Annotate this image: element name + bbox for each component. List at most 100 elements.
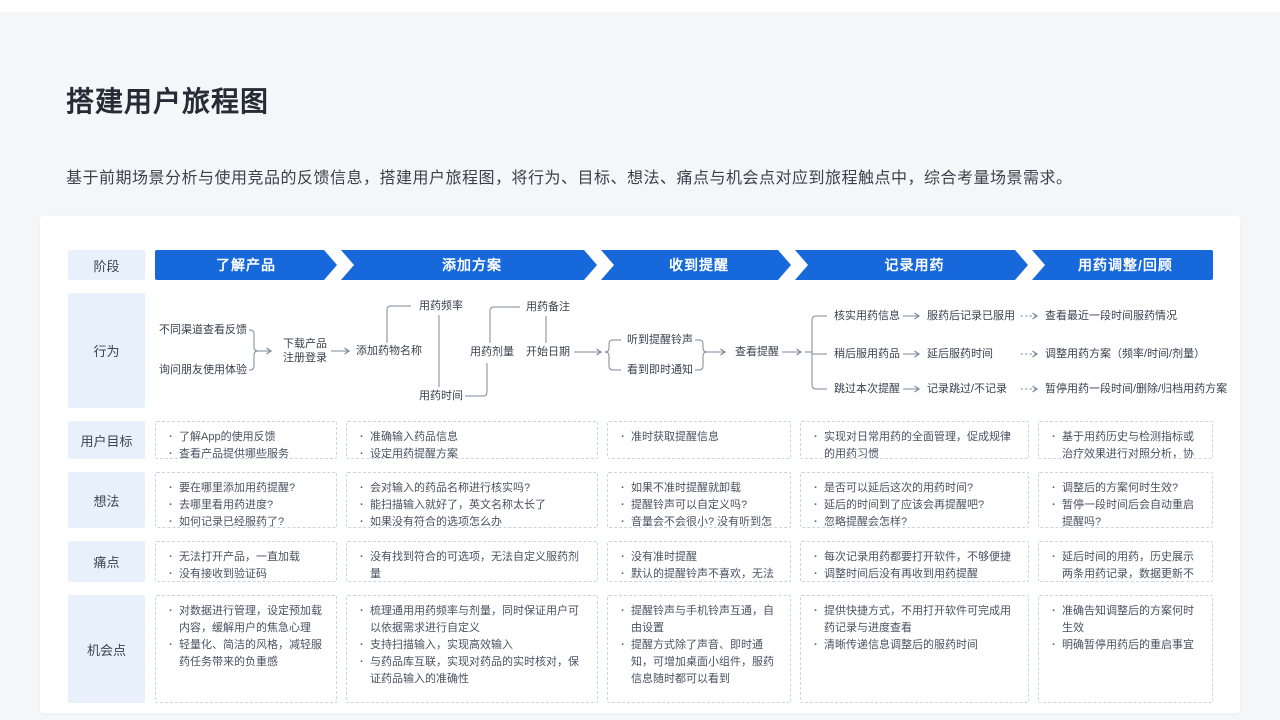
behavior-flow: 不同渠道查看反馈 询问朋友使用体验 下载产品 注册登录 添加药物名称 用药频率 … xyxy=(155,293,1230,408)
bullet-item: 没有准时提醒 xyxy=(618,549,778,566)
journey-cell: 实现对日常用药的全面管理，促成规律的用药习惯 xyxy=(800,421,1029,459)
bullet-item: 如何记录已经服药了? xyxy=(166,514,324,527)
journey-cell: 提醒铃声与手机铃声互通，自由设置 提醒方式除了声音、即时通知，可增加桌面小组件，… xyxy=(607,595,791,703)
row-label-behavior: 行为 xyxy=(68,293,145,408)
bullet-item: 音量会不会很小? 没有听到怎么办 xyxy=(618,514,778,527)
bullet-item: 轻量化、简洁的风格，减轻服药任务带来的负重感 xyxy=(166,637,324,671)
bullet-item: 延后时间的用药，历史展示两条用药记录，数据更新不及时且没有覆盖 xyxy=(1049,549,1200,581)
journey-cell: 基于用药历史与检测指标或治疗效果进行对照分析，协助在用药习惯上的调整 xyxy=(1038,421,1213,459)
journey-cell: 梳理通用用药频率与剂量，同时保证用户可以依据需求进行自定义 支持扫描输入，实现高… xyxy=(346,595,598,703)
journey-cell: 提供快捷方式，不用打开软件可完成用药记录与进度查看 清晰传递信息调整后的服药时间 xyxy=(800,595,1029,703)
flow-node-time: 用药时间 xyxy=(417,389,465,403)
bullet-item: 没有找到符合的可选项，无法自定义服药剂量 xyxy=(357,549,585,581)
journey-cell: 要在哪里添加用药提醒? 去哪里看用药进度? 如何记录已经服药了? xyxy=(155,472,337,528)
flow-node-verify-info: 核实用药信息 xyxy=(832,309,902,323)
bullet-item: 每次记录用药都要打开软件，不够便捷 xyxy=(811,549,1016,566)
row-label-opportunities: 机会点 xyxy=(68,595,145,703)
bullet-item: 提供快捷方式，不用打开软件可完成用药记录与进度查看 xyxy=(811,603,1016,637)
bullet-item: 提醒铃声可以自定义吗? xyxy=(618,497,778,514)
journey-cell: 无法打开产品，一直加载 没有接收到验证码 xyxy=(155,541,337,582)
stage-label: 添加方案 xyxy=(442,257,502,273)
thoughts-row: 想法 要在哪里添加用药提醒? 去哪里看用药进度? 如何记录已经服药了? 会对输入… xyxy=(68,472,1213,528)
opportunities-row: 机会点 对数据进行管理，设定预加载内容，缓解用户的焦急心理 轻量化、简洁的风格，… xyxy=(68,595,1213,703)
bullet-item: 如果没有符合的选项怎么办 xyxy=(357,514,585,527)
stage-arrow-add-plan: 添加方案 xyxy=(341,250,597,280)
pains-row: 痛点 无法打开产品，一直加载 没有接收到验证码 没有找到符合的可选项，无法自定义… xyxy=(68,541,1213,582)
journey-cell: 准确告知调整后的方案何时生效 明确暂停用药后的重启事宜 xyxy=(1038,595,1213,703)
flow-node-adjust-plan: 调整用药方案（频率/时间/剂量） xyxy=(1043,347,1208,361)
behavior-row: 行为 xyxy=(68,293,1230,408)
page-title: 搭建用户旅程图 xyxy=(66,86,270,117)
top-strip xyxy=(0,0,1280,12)
stage-label: 记录用药 xyxy=(884,257,945,273)
flow-node-view-history: 查看最近一段时间服药情况 xyxy=(1043,309,1179,323)
bullet-item: 明确暂停用药后的重启事宜 xyxy=(1049,637,1200,654)
bullet-item: 要在哪里添加用药提醒? xyxy=(166,480,324,497)
row-label-stage: 阶段 xyxy=(68,250,145,280)
bullet-item: 调整时间后没有再收到用药提醒 xyxy=(811,566,1016,581)
journey-cell: 没有找到符合的可选项，无法自定义服药剂量 英文名称基本都很长，输入很慢，要核实很… xyxy=(346,541,598,582)
bullet-item: 无法打开产品，一直加载 xyxy=(166,549,324,566)
flow-node-record-skip: 记录跳过/不记录 xyxy=(925,382,1010,396)
flow-node-frequency: 用药频率 xyxy=(417,299,465,313)
journey-cell: 调整后的方案何时生效? 暂停一段时间后会自动重启提醒吗? 删除与归档的区别是什么… xyxy=(1038,472,1213,528)
flow-node-note: 用药备注 xyxy=(524,300,572,314)
journey-cell: 每次记录用药都要打开软件，不够便捷 调整时间后没有再收到用药提醒 xyxy=(800,541,1029,582)
flow-node-skip-reminder: 跳过本次提醒 xyxy=(832,382,902,396)
bullet-item: 提醒铃声与手机铃声互通，自由设置 xyxy=(618,603,778,637)
flow-node-check-feedback: 不同渠道查看反馈 xyxy=(157,323,249,337)
journey-cell: 准确输入药品信息 设定用药提醒方案 xyxy=(346,421,598,459)
stage-arrows: 了解产品 添加方案 收到提醒 记录用药 用药调整/回顾 xyxy=(155,250,1213,280)
flow-node-download-register: 下载产品 注册登录 xyxy=(281,337,329,365)
stage-arrow-get-reminder: 收到提醒 xyxy=(601,250,791,280)
journey-cell: 了解App的使用反馈 查看产品提供哪些服务 xyxy=(155,421,337,459)
stage-row: 阶段 了解产品 添加方案 收到提醒 记录用药 用药调整/回顾 xyxy=(68,250,1213,280)
bullet-item: 默认的提醒铃声不喜欢，无法修改 xyxy=(618,566,778,581)
bullet-item: 查看产品提供哪些服务 xyxy=(166,446,324,458)
stage-arrow-adjust-review: 用药调整/回顾 xyxy=(1032,250,1213,280)
flow-node-take-later: 稍后服用药品 xyxy=(832,347,902,361)
flow-node-view-reminder: 查看提醒 xyxy=(733,345,781,359)
bullet-item: 清晰传递信息调整后的服药时间 xyxy=(811,637,1016,654)
flow-node-record-taken: 服药后记录已服用 xyxy=(925,309,1017,323)
bullet-item: 梳理通用用药频率与剂量，同时保证用户可以依据需求进行自定义 xyxy=(357,603,585,637)
bullet-item: 与药品库互联，实现对药品的实时核对，保证药品输入的准确性 xyxy=(357,654,585,688)
flow-node-hear-ring: 听到提醒铃声 xyxy=(625,333,695,347)
stage-arrow-record-medication: 记录用药 xyxy=(795,250,1028,280)
bullet-item: 是否可以延后这次的用药时间? xyxy=(811,480,1016,497)
bullet-item: 了解App的使用反馈 xyxy=(166,429,324,446)
bullet-item: 准确输入药品信息 xyxy=(357,429,585,446)
stage-arrow-know-product: 了解产品 xyxy=(155,250,337,280)
bullet-item: 对数据进行管理，设定预加载内容，缓解用户的焦急心理 xyxy=(166,603,324,637)
bullet-item: 如果不准时提醒就卸载 xyxy=(618,480,778,497)
journey-cell: 是否可以延后这次的用药时间? 延后的时间到了应该会再提醒吧? 忽略提醒会怎样? xyxy=(800,472,1029,528)
page-subtitle: 基于前期场景分析与使用竞品的反馈信息，搭建用户旅程图，将行为、目标、想法、痛点与… xyxy=(66,170,1073,187)
bullet-item: 会对输入的药品名称进行核实吗? xyxy=(357,480,585,497)
journey-cell: 对数据进行管理，设定预加载内容，缓解用户的焦急心理 轻量化、简洁的风格，减轻服药… xyxy=(155,595,337,703)
stage-label: 收到提醒 xyxy=(669,257,729,273)
flow-node-start-date: 开始日期 xyxy=(524,345,572,359)
row-label-pains: 痛点 xyxy=(68,541,145,582)
flow-node-see-notification: 看到即时通知 xyxy=(625,363,695,377)
bullet-item: 准时获取提醒信息 xyxy=(618,429,778,446)
bullet-item: 提醒方式除了声音、即时通知，可增加桌面小组件，服药信息随时都可以看到 xyxy=(618,637,778,688)
journey-cell: 延后时间的用药，历史展示两条用药记录，数据更新不及时且没有覆盖 xyxy=(1038,541,1213,582)
flow-node-ask-friends: 询问朋友使用体验 xyxy=(157,363,249,377)
bullet-item: 调整后的方案何时生效? xyxy=(1049,480,1200,497)
journey-cell: 准时获取提醒信息 xyxy=(607,421,791,459)
flow-node-dosage: 用药剂量 xyxy=(468,345,516,359)
bullet-item: 暂停一段时间后会自动重启提醒吗? xyxy=(1049,497,1200,527)
row-label-goals: 用户目标 xyxy=(68,421,145,459)
journey-cell: 会对输入的药品名称进行核实吗? 能扫描输入就好了，英文名称太长了 如果没有符合的… xyxy=(346,472,598,528)
flow-connectors xyxy=(246,305,1039,397)
bullet-item: 没有接收到验证码 xyxy=(166,566,324,581)
flow-node-pause-delete-archive: 暂停用药一段时间/删除/归档用药方案 xyxy=(1043,382,1230,396)
bullet-item: 支持扫描输入，实现高效输入 xyxy=(357,637,585,654)
flow-node-delay-time: 延后服药时间 xyxy=(925,347,995,361)
goals-row: 用户目标 了解App的使用反馈 查看产品提供哪些服务 准确输入药品信息 设定用药… xyxy=(68,421,1213,459)
flow-node-add-drug-name: 添加药物名称 xyxy=(354,344,424,358)
journey-map-card: 阶段 了解产品 添加方案 收到提醒 记录用药 用药调整/回顾 行为 xyxy=(40,216,1240,713)
stage-label: 用药调整/回顾 xyxy=(1078,257,1173,273)
journey-cell: 没有准时提醒 默认的提醒铃声不喜欢，无法修改 xyxy=(607,541,791,582)
page-header: 搭建用户旅程图 基于前期场景分析与使用竞品的反馈信息，搭建用户旅程图，将行为、目… xyxy=(0,12,1280,188)
